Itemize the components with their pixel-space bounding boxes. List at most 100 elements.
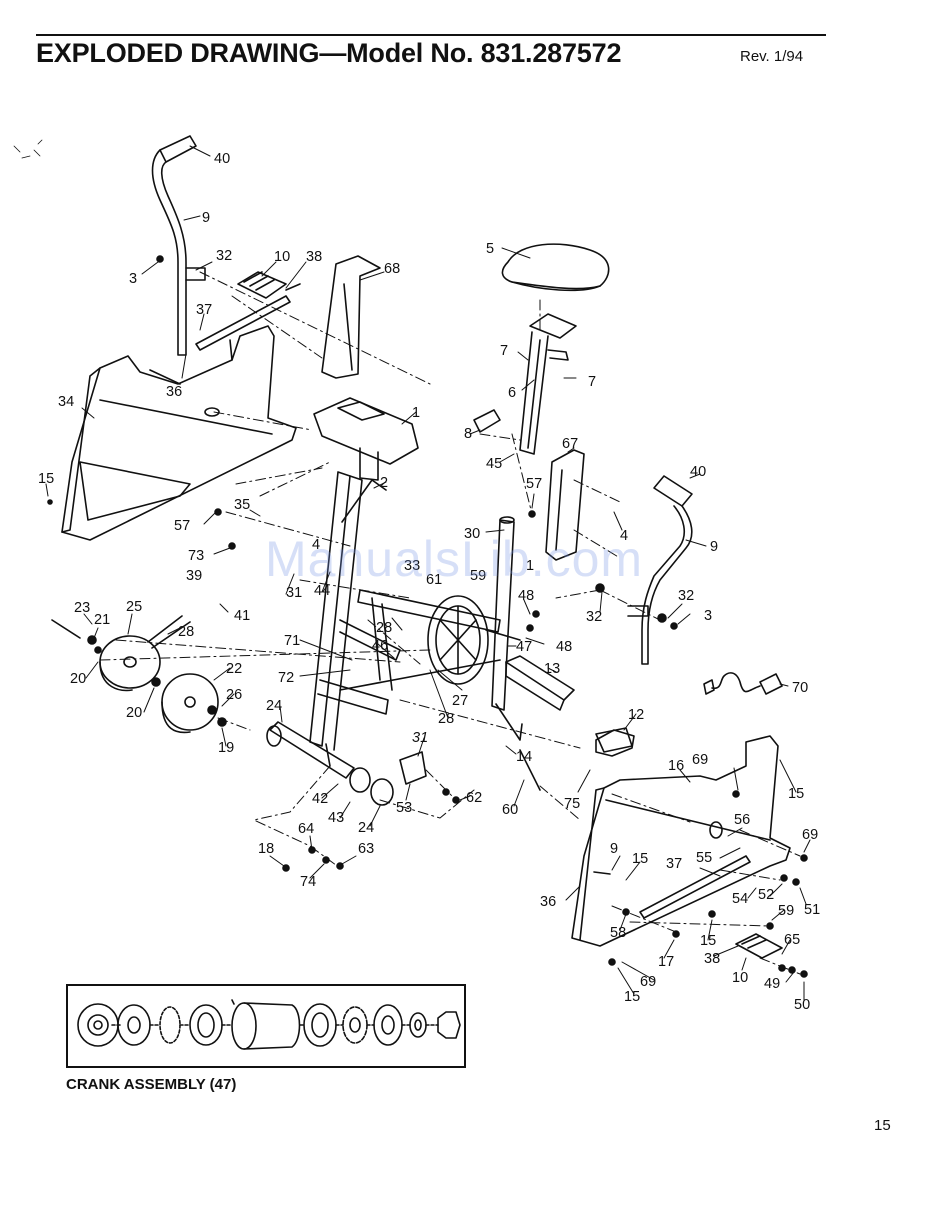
callout-50: 50 bbox=[794, 997, 810, 1013]
callout-74: 74 bbox=[300, 874, 316, 890]
callout-4: 4 bbox=[312, 537, 320, 553]
callout-73: 73 bbox=[188, 548, 204, 564]
callout-35: 35 bbox=[234, 497, 250, 513]
callout-26: 26 bbox=[226, 687, 242, 703]
callout-25: 25 bbox=[126, 599, 142, 615]
callout-labels: 40 9 32 10 38 3 37 36 34 15 68 5 7 7 6 1… bbox=[38, 151, 820, 1013]
callout-49: 49 bbox=[764, 976, 780, 992]
callout-43: 43 bbox=[328, 810, 344, 826]
page-number: 15 bbox=[874, 1117, 891, 1134]
pulley bbox=[99, 635, 161, 692]
main-frame bbox=[309, 471, 523, 751]
right-shroud bbox=[571, 735, 791, 947]
seat bbox=[501, 243, 610, 292]
callout-33: 33 bbox=[404, 558, 420, 574]
callout-44: 44 bbox=[314, 583, 330, 599]
callout-40: 40 bbox=[690, 464, 706, 480]
callout-17: 17 bbox=[658, 954, 674, 970]
callout-47: 47 bbox=[516, 639, 532, 655]
callout-6: 6 bbox=[508, 385, 516, 401]
callout-57: 57 bbox=[174, 518, 190, 534]
end-caps bbox=[349, 727, 633, 806]
callout-14: 14 bbox=[516, 749, 532, 765]
header-rule bbox=[36, 34, 826, 36]
console-cover bbox=[321, 255, 381, 379]
callout-59: 59 bbox=[470, 568, 486, 584]
callout-36: 36 bbox=[166, 384, 182, 400]
callout-8: 8 bbox=[464, 426, 472, 442]
revision-label: Rev. 1/94 bbox=[740, 48, 804, 65]
callout-9: 9 bbox=[710, 539, 718, 555]
ac-adapter bbox=[703, 672, 783, 695]
callout-22: 22 bbox=[226, 661, 242, 677]
rear-stabilizer bbox=[505, 655, 575, 711]
callout-32: 32 bbox=[216, 248, 232, 264]
callout-71: 71 bbox=[284, 633, 300, 649]
callout-68: 68 bbox=[384, 261, 400, 277]
callout-52: 52 bbox=[758, 887, 774, 903]
front-stabilizer bbox=[266, 721, 355, 779]
callout-28: 28 bbox=[376, 620, 392, 636]
seat-knob bbox=[473, 409, 501, 433]
callout-15: 15 bbox=[38, 471, 54, 487]
callout-21: 21 bbox=[94, 612, 110, 628]
callout-59: 59 bbox=[778, 903, 794, 919]
callout-38: 38 bbox=[306, 249, 322, 265]
callout-67: 67 bbox=[562, 436, 578, 452]
page-title: EXPLODED DRAWING—Model No. 831.287572 bbox=[36, 38, 622, 68]
callout-55: 55 bbox=[696, 850, 712, 866]
callout-34: 34 bbox=[58, 394, 74, 410]
callout-1: 1 bbox=[412, 405, 420, 421]
callout-23: 23 bbox=[74, 600, 90, 616]
callout-3: 3 bbox=[129, 271, 137, 287]
callout-20: 20 bbox=[126, 705, 142, 721]
callout-4: 4 bbox=[620, 528, 628, 544]
callout-72: 72 bbox=[278, 670, 294, 686]
callout-57: 57 bbox=[526, 476, 542, 492]
callout-61: 61 bbox=[426, 572, 442, 588]
callout-48: 48 bbox=[556, 639, 572, 655]
callout-37: 37 bbox=[666, 856, 682, 872]
pedal-arm-bracket bbox=[399, 751, 427, 785]
drive-wheel bbox=[161, 673, 219, 734]
callout-1: 1 bbox=[526, 558, 534, 574]
callout-31: 31 bbox=[412, 730, 428, 746]
callout-18: 18 bbox=[258, 841, 274, 857]
callout-2: 2 bbox=[380, 475, 388, 491]
callout-7: 7 bbox=[500, 343, 508, 359]
callout-64: 64 bbox=[298, 821, 314, 837]
callout-28: 28 bbox=[178, 624, 194, 640]
callout-32: 32 bbox=[678, 588, 694, 604]
callout-3: 3 bbox=[704, 608, 712, 624]
callout-9: 9 bbox=[202, 210, 210, 226]
spindle bbox=[51, 619, 81, 639]
callout-28: 28 bbox=[438, 711, 454, 727]
callout-15: 15 bbox=[624, 989, 640, 1005]
callout-65: 65 bbox=[784, 932, 800, 948]
leader-lines bbox=[45, 145, 811, 1001]
right-pedal bbox=[735, 933, 783, 959]
callout-15: 15 bbox=[700, 933, 716, 949]
callout-10: 10 bbox=[732, 970, 748, 986]
callout-5: 5 bbox=[486, 241, 494, 257]
callout-62: 62 bbox=[466, 790, 482, 806]
callout-41: 41 bbox=[234, 608, 250, 624]
callout-42: 42 bbox=[312, 791, 328, 807]
callout-12: 12 bbox=[628, 707, 644, 723]
callout-31: 31 bbox=[286, 585, 302, 601]
callout-15: 15 bbox=[632, 851, 648, 867]
callout-19: 19 bbox=[218, 740, 234, 756]
callout-36: 36 bbox=[540, 894, 556, 910]
callout-39: 39 bbox=[186, 568, 202, 584]
callout-69: 69 bbox=[802, 827, 818, 843]
callout-38: 38 bbox=[704, 951, 720, 967]
crank-assembly-caption: CRANK ASSEMBLY (47) bbox=[66, 1076, 237, 1093]
callout-45: 45 bbox=[486, 456, 502, 472]
left-shroud bbox=[61, 325, 297, 541]
assembly-lines bbox=[99, 271, 801, 975]
right-stabilizer bbox=[639, 855, 751, 919]
foot-cap bbox=[595, 729, 635, 757]
callout-37: 37 bbox=[196, 302, 212, 318]
callout-7: 7 bbox=[588, 374, 596, 390]
